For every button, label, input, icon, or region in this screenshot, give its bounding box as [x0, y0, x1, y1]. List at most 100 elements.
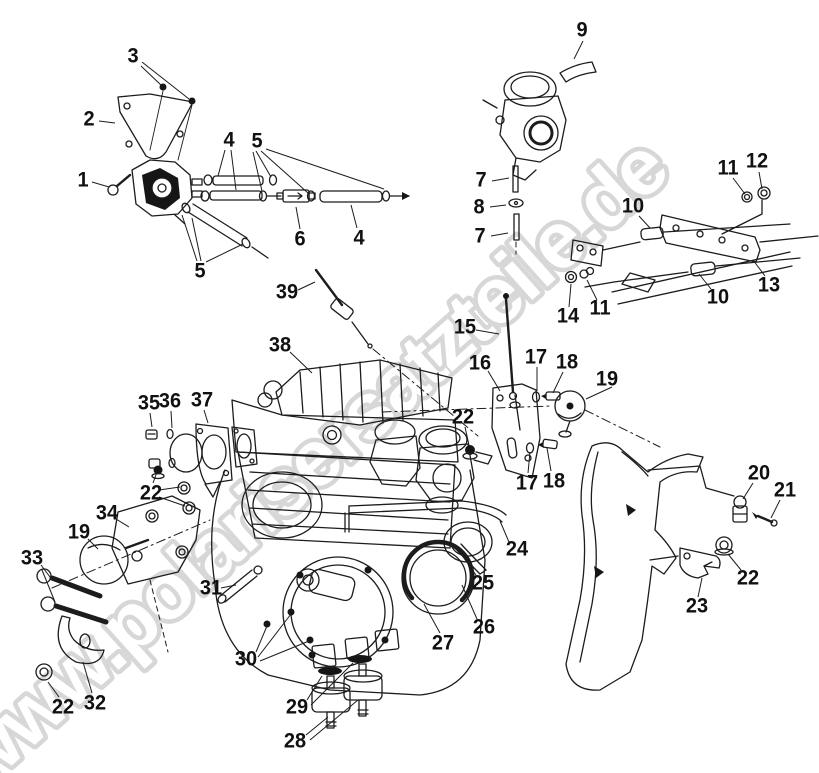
leader-line — [217, 149, 226, 177]
callout-number-2: 2 — [83, 107, 95, 131]
throttle-cable-assembly — [564, 186, 819, 305]
leader-line — [585, 386, 613, 400]
callout-number-9: 9 — [576, 18, 588, 42]
callout-number-15: 15 — [453, 315, 477, 339]
callout-number-31: 31 — [199, 576, 223, 600]
callout-number-14: 14 — [556, 304, 580, 328]
callout-number-18: 18 — [555, 350, 579, 374]
shift-rod — [217, 565, 263, 604]
callout-number-10: 10 — [621, 194, 645, 218]
leader-line — [260, 150, 309, 194]
pump-bracket-group — [107, 83, 196, 196]
callout-number-34: 34 — [95, 501, 119, 525]
leader-line — [527, 451, 531, 474]
leader-line — [732, 177, 746, 195]
callout-number-30: 30 — [234, 647, 258, 671]
callout-number-22: 22 — [139, 481, 163, 505]
callout-number-11: 11 — [589, 296, 611, 320]
leader-line — [698, 273, 712, 290]
callout-number-3: 3 — [127, 44, 139, 68]
leader-line — [158, 486, 181, 491]
callout-number-22: 22 — [736, 566, 760, 590]
callout-number-22: 22 — [451, 405, 475, 429]
callout-number-22: 22 — [51, 695, 75, 719]
leader-line — [289, 351, 313, 374]
callout-number-8: 8 — [473, 195, 485, 219]
leader-line — [152, 471, 158, 484]
callout-number-28: 28 — [283, 729, 307, 753]
leader-line — [220, 584, 237, 589]
leader-line — [41, 569, 56, 603]
leader-line — [742, 482, 754, 500]
callout-number-16: 16 — [468, 351, 492, 375]
upper-mount-bracket — [381, 383, 661, 479]
leader-line — [499, 520, 510, 543]
leader-line — [697, 577, 703, 598]
leader-line — [205, 243, 244, 263]
frame-section — [565, 442, 778, 691]
leader-line — [115, 518, 130, 528]
leader-line — [752, 259, 766, 277]
callout-number-26: 26 — [472, 615, 496, 639]
carburetor — [482, 61, 597, 255]
callout-number-18: 18 — [542, 469, 566, 493]
leader-line — [181, 214, 198, 262]
callout-number-33: 33 — [20, 546, 44, 570]
callout-number-21: 21 — [773, 478, 797, 502]
callout-number-35: 35 — [137, 391, 161, 415]
leader-line — [546, 447, 552, 472]
leader-line — [255, 625, 268, 653]
callout-number-38: 38 — [268, 333, 292, 357]
leader-line — [149, 412, 153, 428]
leader-line — [82, 661, 93, 694]
leader-line — [98, 120, 116, 124]
leader-line — [490, 232, 509, 237]
leader-line — [727, 553, 742, 571]
fuel-lines — [181, 174, 410, 259]
callout-number-4: 4 — [223, 128, 235, 152]
left-mount-group — [35, 465, 211, 681]
leader-line — [573, 40, 584, 60]
callout-number-7: 7 — [475, 168, 487, 192]
callout-number-36: 36 — [158, 389, 182, 413]
engine-top — [145, 359, 459, 498]
callout-number-24: 24 — [505, 537, 529, 561]
engine-block — [211, 419, 493, 696]
leader-line — [638, 215, 651, 229]
leader-line — [87, 538, 99, 550]
callout-number-17: 17 — [524, 345, 548, 369]
leader-line — [259, 640, 310, 662]
callout-number-5: 5 — [251, 129, 263, 153]
callout-number-10: 10 — [706, 285, 730, 309]
leader-line — [475, 329, 500, 335]
vent-hoses — [344, 500, 507, 575]
leader-line — [423, 603, 441, 634]
callout-number-7: 7 — [474, 224, 486, 248]
callout-number-4: 4 — [353, 226, 365, 250]
callout-number-19: 19 — [67, 520, 91, 544]
leader-line — [758, 171, 763, 190]
callout-number-5: 5 — [194, 259, 206, 283]
callout-number-29: 29 — [285, 695, 309, 719]
callout-number-19: 19 — [595, 367, 619, 391]
leader-line — [297, 281, 316, 291]
leader-line — [350, 204, 358, 229]
leader-line — [770, 499, 781, 519]
leader-line — [460, 553, 477, 576]
callout-number-23: 23 — [685, 594, 709, 618]
leader-line — [141, 61, 190, 100]
leader-line — [305, 716, 329, 736]
leader-line — [309, 699, 359, 741]
leader-line — [295, 206, 301, 230]
leader-line — [464, 426, 470, 446]
leader-line — [257, 613, 292, 658]
leader-line — [158, 496, 186, 507]
leader-line — [191, 217, 202, 262]
choke-cable — [314, 268, 479, 437]
callout-number-39: 39 — [275, 280, 299, 304]
